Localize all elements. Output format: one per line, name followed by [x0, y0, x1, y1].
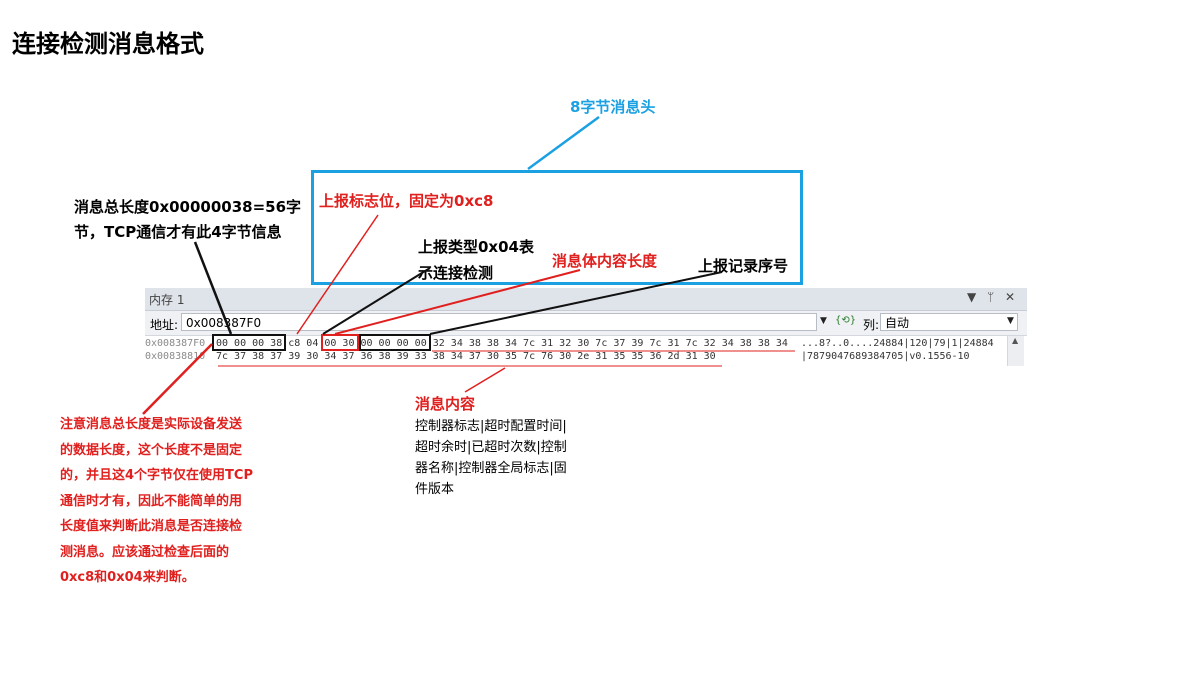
dropdown-icon[interactable]: ▼ [967, 290, 977, 304]
body-length-bytes-highlight [321, 334, 359, 351]
report-type-label: 上报类型0x04表 示连接检测 [418, 234, 534, 286]
memory-window-title: 内存 1 [149, 293, 185, 307]
record-seq-label: 上报记录序号 [698, 257, 789, 275]
note-line-5: 长度值来判断此消息是否连接检 [60, 519, 243, 534]
body-length-label: 消息体内容长度 [552, 252, 658, 270]
content-desc-line-2: 超时余时|已超时次数|控制 [415, 440, 567, 455]
note-line-7: 0xc8和0x04来判断。 [60, 570, 195, 585]
columns-label: 列: [863, 318, 880, 332]
address-dropdown-icon[interactable]: ▼ [820, 316, 827, 326]
pin-icon[interactable]: ᛘ [987, 290, 995, 304]
note-line-6: 测消息。应该通过检查后面的 [60, 544, 230, 560]
content-connector-line [464, 367, 506, 393]
address-input[interactable]: 0x008387F0 [181, 313, 817, 331]
total-length-line-1: 消息总长度0x00000038=56字 [74, 198, 302, 216]
columns-dropdown-icon[interactable]: ▼ [1007, 316, 1014, 326]
content-description: 控制器标志|超时配置时间| 超时余时|已超时次数|控制 器名称|控制器全局标志|… [415, 416, 567, 500]
close-icon[interactable]: ✕ [1005, 290, 1016, 304]
content-desc-line-1: 控制器标志|超时配置时间| [415, 419, 567, 434]
note-line-2: 的数据长度，这个长度不是固定 [60, 442, 243, 458]
row-1-hex[interactable]: 00 00 00 38 c8 04 00 30 00 00 00 00 32 3… [216, 338, 788, 349]
header-connector-line [527, 115, 600, 171]
content-desc-line-3: 器名称|控制器全局标志|固 [415, 461, 567, 476]
report-flag-label: 上报标志位，固定为0xc8 [319, 192, 494, 210]
report-type-line-1: 上报类型0x04表 [418, 238, 534, 256]
length-bytes-highlight [212, 334, 286, 351]
row-1-ascii[interactable]: ...8?..0....24884|120|79|1|24884 [801, 338, 994, 349]
memory-address-bar: 地址: 0x008387F0 ▼ {⟲} 列: 自动 ▼ [145, 311, 1027, 336]
header-8byte-label: 8字节消息头 [570, 98, 656, 116]
total-length-label: 消息总长度0x00000038=56字 节，TCP通信才有此4字节信息 [74, 195, 301, 245]
memory-window: 内存 1 ▼ ᛘ ✕ 地址: 0x008387F0 ▼ {⟲} 列: 自动 ▼ … [145, 288, 1027, 366]
content-title-label: 消息内容 [415, 395, 476, 413]
row-2-address: 0x00838810 [145, 351, 206, 362]
record-seq-bytes-highlight [359, 334, 431, 351]
columns-select[interactable]: 自动 [880, 313, 1018, 331]
memory-scrollbar[interactable]: ▲ [1007, 336, 1024, 366]
row-2-ascii[interactable]: |7879047689384705|v0.1556-10 [801, 351, 970, 362]
report-type-line-2: 示连接检测 [418, 264, 494, 282]
row-2-hex[interactable]: 7c 37 38 37 39 30 34 37 36 38 39 33 38 3… [216, 351, 716, 362]
content-desc-line-4: 件版本 [415, 482, 455, 497]
address-label: 地址: [150, 318, 179, 332]
page-title: 连接检测消息格式 [12, 30, 204, 58]
note-line-3: 的，并且这4个字节仅在使用TCP [60, 468, 253, 483]
length-note: 注意消息总长度是实际设备发送 的数据长度，这个长度不是固定 的，并且这4个字节仅… [60, 412, 253, 591]
refresh-icon[interactable]: {⟲} [835, 315, 857, 326]
note-line-4: 通信时才有，因此不能简单的用 [60, 493, 243, 509]
memory-window-titlebar: 内存 1 ▼ ᛘ ✕ [145, 288, 1027, 311]
row-1-address: 0x008387F0 [145, 338, 206, 349]
scroll-up-icon[interactable]: ▲ [1012, 336, 1019, 345]
total-length-line-2: 节，TCP通信才有此4字节信息 [74, 223, 282, 241]
note-line-1: 注意消息总长度是实际设备发送 [60, 417, 243, 432]
